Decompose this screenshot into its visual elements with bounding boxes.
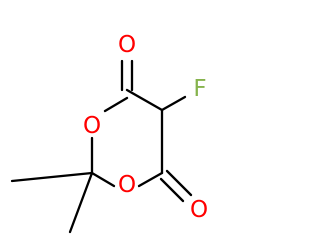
- bond-c5-f: [160, 95, 187, 112]
- atom-o-ring-bottom: O: [118, 172, 136, 198]
- atom-o-carbonyl-top: O: [118, 32, 136, 58]
- bond-c6-o-bottom-a: [159, 177, 185, 203]
- bond-c6-o1: [137, 171, 164, 188]
- bond-c2-methyl-down: [68, 171, 94, 234]
- bond-c2-methyl-left: [10, 171, 94, 183]
- atom-f: F: [193, 76, 206, 102]
- bond-c4-c5: [125, 88, 164, 112]
- atom-o-ring-left: O: [83, 113, 101, 139]
- bond-o1-c2: [90, 171, 116, 188]
- molecule-drawing: O F O O O: [10, 32, 208, 234]
- atom-o-carbonyl-bottom: O: [190, 197, 208, 223]
- bond-o3-c4: [103, 96, 129, 113]
- bond-c6-o-bottom-b: [165, 169, 193, 197]
- molecule-structure-diagram: O F O O O: [10, 32, 209, 234]
